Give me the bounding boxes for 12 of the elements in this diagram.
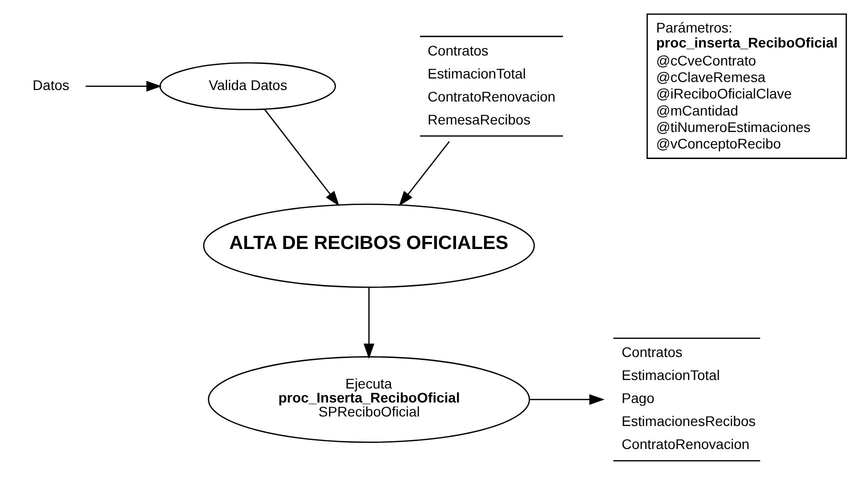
- arrow: [530, 394, 605, 404]
- arrow: [398, 140, 450, 206]
- node-ellipse: Ejecuta proc_Inserta_ReciboOficial SPReciboOficial: [208, 356, 530, 442]
- node-ellipse: ALTA DE RECIBOS OFICIALES: [203, 203, 535, 288]
- node-box: Parámetros: proc_inserta_ReciboOficial @cCveContrato @cClaveRemesa @iReciboOficialClave @mCantidad @tiNumeroEstimaciones @vConceptoRecibo: [646, 12, 847, 158]
- arrow: [364, 287, 374, 359]
- node-text: Contratos EstimacionTotal Pago EstimacionesRecibos ContratoRenovacion: [622, 344, 756, 452]
- node-text: Contratos EstimacionTotal ContratoRenovacion RemesaRecibos: [428, 42, 556, 127]
- arrow: [86, 80, 162, 92]
- arrow: [264, 108, 340, 206]
- node-ellipse: Valida Datos: [159, 62, 336, 110]
- node-text: Datos: [32, 76, 70, 92]
